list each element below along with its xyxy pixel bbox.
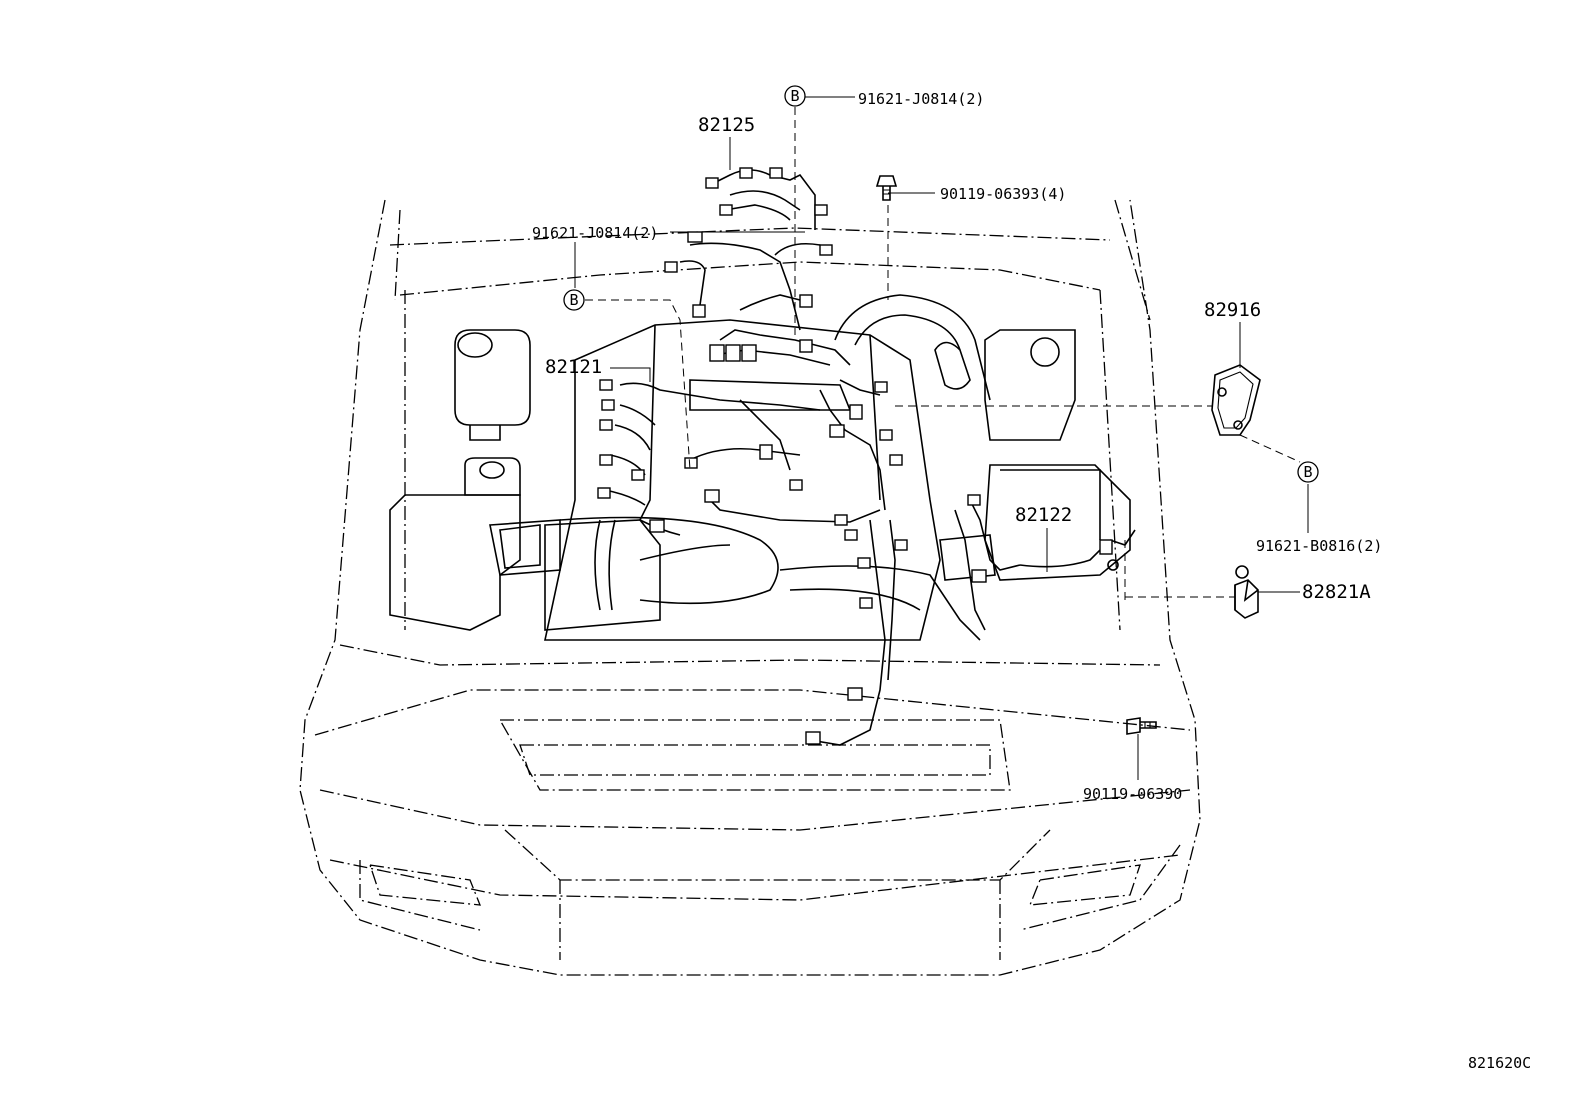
part-label-82122: 82122 bbox=[1015, 504, 1072, 526]
part-label-82821A: 82821A bbox=[1302, 581, 1371, 603]
part-label-91621-J0814-top: 91621-J0814(2) bbox=[858, 90, 984, 108]
callout-b-top: B bbox=[784, 85, 806, 107]
part-label-90119-06390: 90119-06390 bbox=[1083, 785, 1182, 803]
relay-82821A-drawing bbox=[1234, 565, 1259, 619]
engine-components bbox=[389, 294, 1131, 641]
diagram-code: 821620C bbox=[1468, 1054, 1531, 1072]
bolt-bottom-drawing bbox=[1126, 717, 1157, 735]
harness-82122-drawing bbox=[954, 494, 1136, 631]
vehicle-body-outline bbox=[299, 199, 1201, 976]
harness-82125-drawing bbox=[664, 167, 833, 331]
callout-b-right: B bbox=[1297, 461, 1319, 483]
part-label-90119-06393: 90119-06393(4) bbox=[940, 185, 1066, 203]
callout-b-right-letter: B bbox=[1303, 463, 1312, 481]
bolt-top-drawing bbox=[875, 175, 898, 201]
part-label-91621-J0814-left: 91621-J0814(2) bbox=[532, 224, 658, 242]
cover-82916-drawing bbox=[1211, 364, 1261, 436]
callout-b-left-letter: B bbox=[569, 291, 578, 309]
part-label-91621-B0816: 91621-B0816(2) bbox=[1256, 537, 1382, 555]
part-label-82916: 82916 bbox=[1204, 299, 1261, 321]
callout-b-left: B bbox=[563, 289, 585, 311]
callout-b-top-letter: B bbox=[790, 87, 799, 105]
part-label-82125: 82125 bbox=[698, 114, 755, 136]
leader-lines bbox=[574, 96, 1309, 780]
harness-82121-drawing bbox=[594, 329, 908, 746]
part-label-82121: 82121 bbox=[545, 356, 602, 378]
